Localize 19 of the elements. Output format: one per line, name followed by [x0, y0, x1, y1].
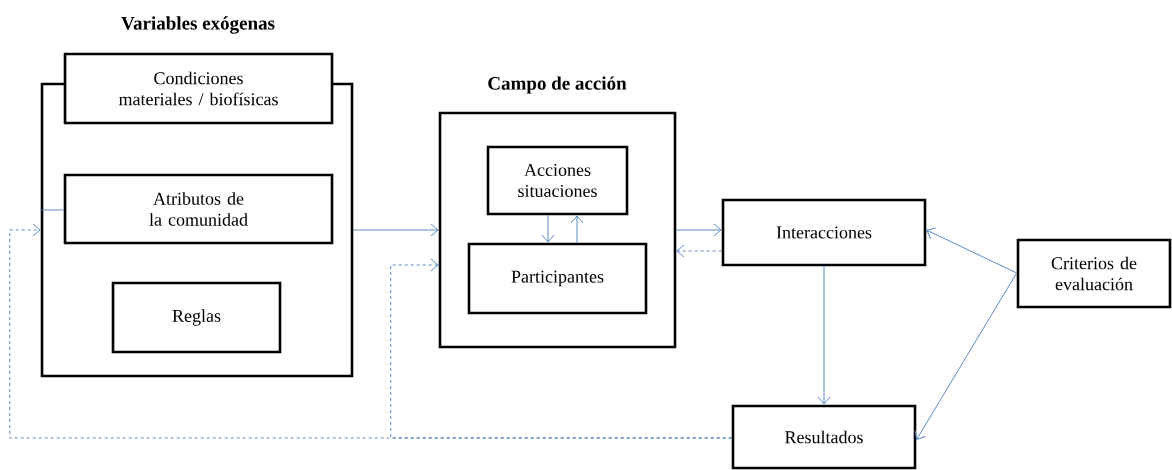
- arrow: [926, 227, 1018, 274]
- group-title: Variables exógenas: [121, 16, 275, 34]
- process-box: Resultados: [731, 404, 917, 470]
- arrow: [914, 272, 1018, 440]
- arrow: [676, 244, 723, 258]
- arrow: [9, 223, 733, 439]
- process-box: Reglas: [111, 281, 282, 354]
- process-box: Atributos de la comunidad: [63, 173, 334, 245]
- process-box: Acciones situaciones: [486, 145, 629, 216]
- arrow: [541, 214, 555, 243]
- process-box: Interacciones: [721, 198, 927, 267]
- process-box: Criterios de evaluación: [1016, 238, 1172, 309]
- arrow: [675, 223, 722, 237]
- group-title: Campo de acción: [488, 76, 627, 94]
- process-box: Participantes: [467, 242, 648, 315]
- arrow: [817, 265, 831, 405]
- process-box: Condiciones materiales / biofísicas: [63, 52, 334, 125]
- arrow: [352, 223, 439, 237]
- arrow: [570, 215, 584, 244]
